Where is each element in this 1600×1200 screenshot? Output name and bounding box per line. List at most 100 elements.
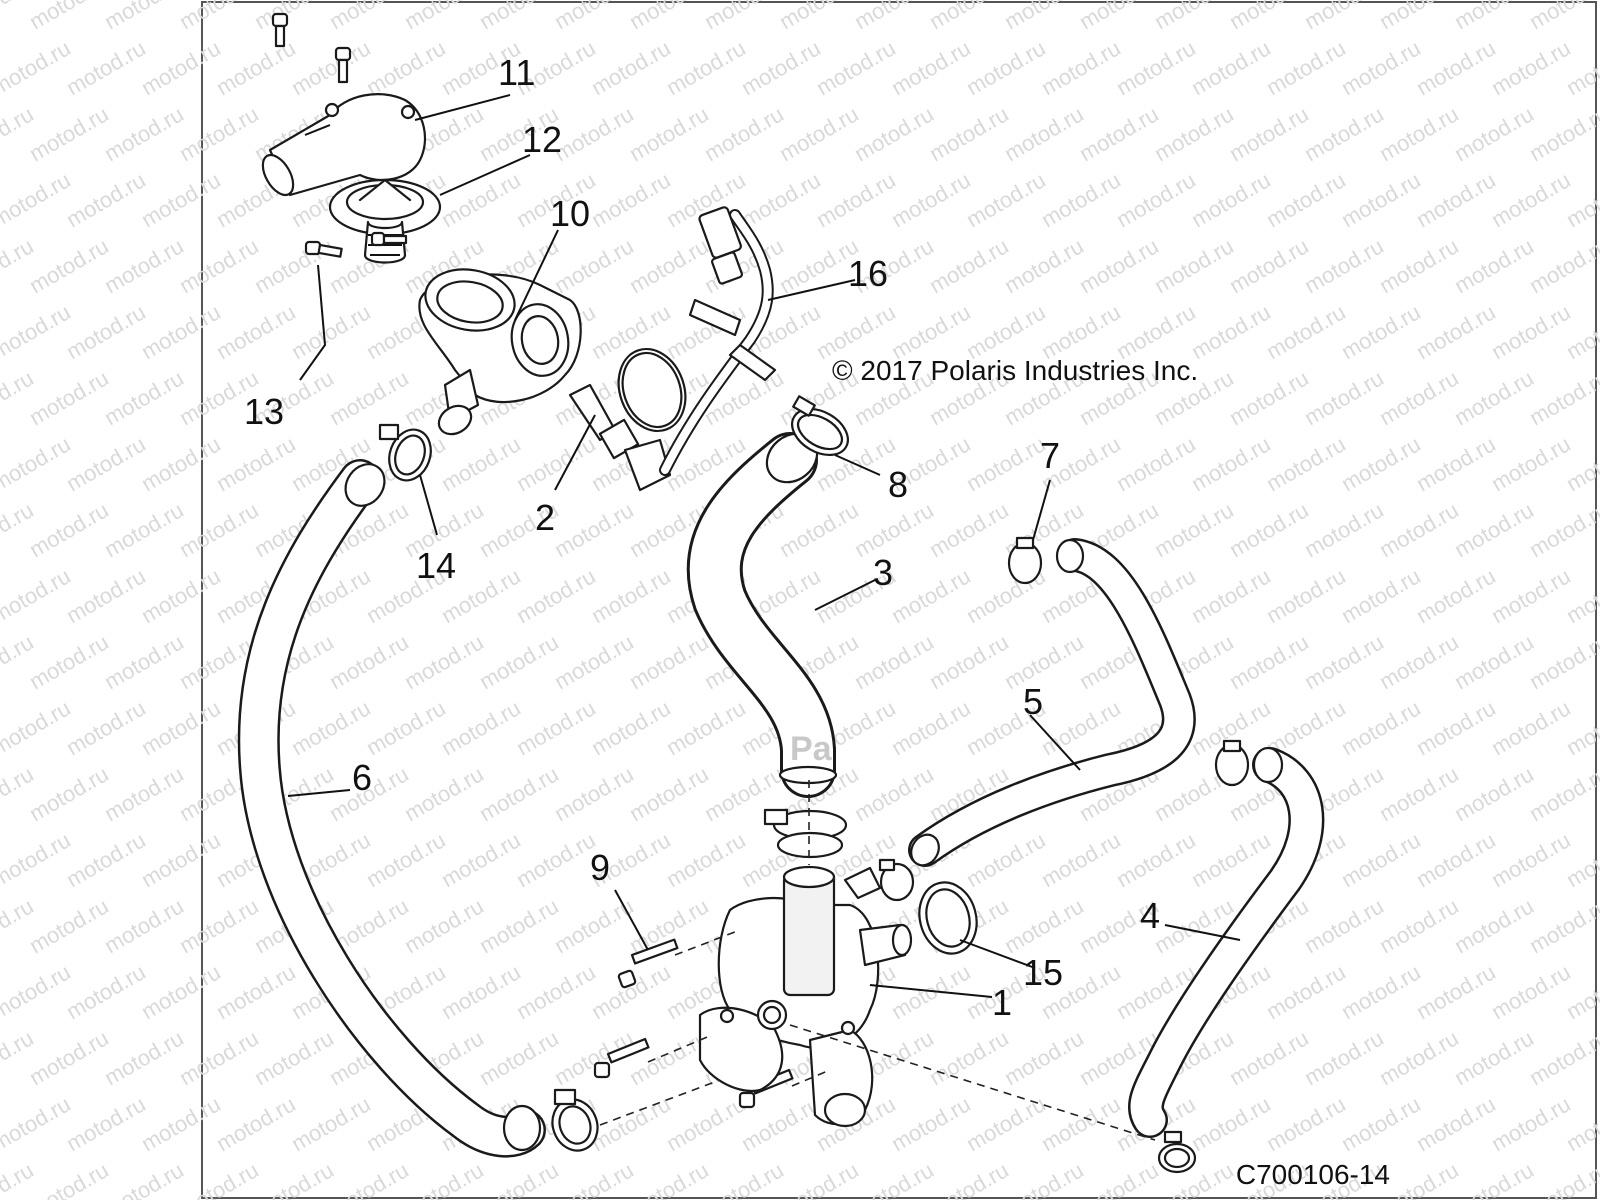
watermark-text: motod.ru xyxy=(137,695,225,760)
callout-3: 3 xyxy=(873,552,893,593)
watermark-text: motod.ru xyxy=(212,1091,300,1156)
watermark-text: motod.ru xyxy=(1337,35,1425,100)
callout-15: 15 xyxy=(1023,952,1063,993)
watermark-text: motod.ru xyxy=(1450,893,1538,958)
watermark-text: motod.ru xyxy=(100,365,188,430)
watermark-text: motod.ru xyxy=(475,1025,563,1090)
watermark-text: motod.ru xyxy=(1487,695,1575,760)
watermark-text: motod.ru xyxy=(1525,0,1600,34)
callout-13: 13 xyxy=(244,391,284,432)
watermark-text: motod.ru xyxy=(25,893,113,958)
watermark-text: motod.ru xyxy=(1037,1091,1125,1156)
watermark-text: motod.ru xyxy=(1075,233,1163,298)
watermark-text: motod.ru xyxy=(1187,431,1275,496)
watermark-text: motod.ru xyxy=(25,233,113,298)
watermark-text: motod.ru xyxy=(62,167,150,232)
watermark-text: motod.ru xyxy=(1262,1091,1350,1156)
watermark-text: motod.ru xyxy=(0,299,75,364)
watermark-text: motod.ru xyxy=(250,1025,338,1090)
clamp-4-lower xyxy=(1157,1130,1197,1174)
watermark-text: motod.ru xyxy=(437,827,525,892)
watermark-text: motod.ru xyxy=(1300,1025,1388,1090)
watermark-text: motod.ru xyxy=(212,299,300,364)
watermark-text: motod.ru xyxy=(1525,233,1600,298)
watermark-text: motod.ru xyxy=(1300,365,1388,430)
watermark-text: motod.ru xyxy=(137,1091,225,1156)
watermark-text: motod.ru xyxy=(100,1157,188,1200)
watermark-text: motod.ru xyxy=(1225,0,1313,34)
watermark-text: motod.ru xyxy=(700,0,788,34)
watermark-text: motod.ru xyxy=(287,299,375,364)
watermark-text: motod.ru xyxy=(400,893,488,958)
watermark-text: motod.ru xyxy=(512,959,600,1024)
watermark-text: motod.ru xyxy=(475,0,563,34)
watermark-text: motod.ru xyxy=(775,1157,863,1200)
watermark-text: motod.ru xyxy=(587,959,675,1024)
watermark-text: motod.ru xyxy=(925,497,1013,562)
watermark-text: motod.ru xyxy=(100,233,188,298)
watermark-text: motod.ru xyxy=(550,629,638,694)
watermark-text: motod.ru xyxy=(1450,761,1538,826)
clamp-14 xyxy=(378,423,432,482)
watermark-text: motod.ru xyxy=(1262,563,1350,628)
watermark-text: motod.ru xyxy=(1525,761,1600,826)
watermark-text: motod.ru xyxy=(1375,365,1463,430)
watermark-text: motod.ru xyxy=(1337,563,1425,628)
watermark-text: motod.ru xyxy=(475,761,563,826)
watermark-text: motod.ru xyxy=(325,0,413,34)
watermark-text: motod.ru xyxy=(62,827,150,892)
stamp-text: Pa xyxy=(790,730,833,768)
watermark-text: motod.ru xyxy=(175,233,263,298)
watermark-text: motod.ru xyxy=(1225,233,1313,298)
watermark-text: motod.ru xyxy=(512,695,600,760)
watermark-text: motod.ru xyxy=(1412,827,1500,892)
watermark-text: motod.ru xyxy=(437,431,525,496)
watermark-text: motod.ru xyxy=(175,0,263,34)
watermark-text: motod.ru xyxy=(1187,167,1275,232)
watermark-text: motod.ru xyxy=(1262,35,1350,100)
callout-5: 5 xyxy=(1023,681,1043,722)
watermark-text: motod.ru xyxy=(925,0,1013,34)
watermark-text: motod.ru xyxy=(1375,629,1463,694)
clamp-7 xyxy=(1007,536,1043,585)
watermark-text: motod.ru xyxy=(850,1157,938,1200)
thermostat-housing-10 xyxy=(418,268,582,436)
watermark-text: motod.ru xyxy=(1000,1025,1088,1090)
watermark-text: motod.ru xyxy=(700,1157,788,1200)
watermark-text: motod.ru xyxy=(587,1091,675,1156)
watermark-text: motod.ru xyxy=(400,0,488,34)
watermark-text: motod.ru xyxy=(1412,167,1500,232)
watermark-text: motod.ru xyxy=(775,101,863,166)
watermark-text: motod.ru xyxy=(1375,101,1463,166)
watermark-text: motod.ru xyxy=(1000,233,1088,298)
watermark-text: motod.ru xyxy=(587,167,675,232)
watermark-text: motod.ru xyxy=(1150,233,1238,298)
watermark-text: motod.ru xyxy=(475,1157,563,1200)
watermark-text: motod.ru xyxy=(925,233,1013,298)
watermark-text: motod.ru xyxy=(1112,431,1200,496)
watermark-text: motod.ru xyxy=(137,431,225,496)
watermark-text: motod.ru xyxy=(25,761,113,826)
watermark-text: motod.ru xyxy=(887,563,975,628)
watermark-text: motod.ru xyxy=(737,167,825,232)
watermark-text: motod.ru xyxy=(1037,827,1125,892)
drawing-number: C700106-14 xyxy=(1236,1159,1390,1190)
watermark-text: motod.ru xyxy=(0,695,75,760)
watermark-text: motod.ru xyxy=(1225,497,1313,562)
watermark-text: motod.ru xyxy=(0,827,75,892)
watermark-text: motod.ru xyxy=(1112,167,1200,232)
o-ring-15 xyxy=(918,881,978,955)
watermark-text: motod.ru xyxy=(400,761,488,826)
watermark-text: motod.ru xyxy=(1000,893,1088,958)
watermark-text: motod.ru xyxy=(1075,0,1163,34)
callout-8: 8 xyxy=(888,464,908,505)
callout-11: 11 xyxy=(498,52,535,93)
bolt-pump-lower-1 xyxy=(593,1037,650,1079)
watermark-text: motod.ru xyxy=(100,101,188,166)
watermark-text: motod.ru xyxy=(137,35,225,100)
watermark-text: motod.ru xyxy=(887,35,975,100)
watermark-text: motod.ru xyxy=(1450,629,1538,694)
watermark-text: motod.ru xyxy=(1450,1157,1538,1200)
watermark-text: motod.ru xyxy=(850,761,938,826)
watermark-text: motod.ru xyxy=(62,695,150,760)
